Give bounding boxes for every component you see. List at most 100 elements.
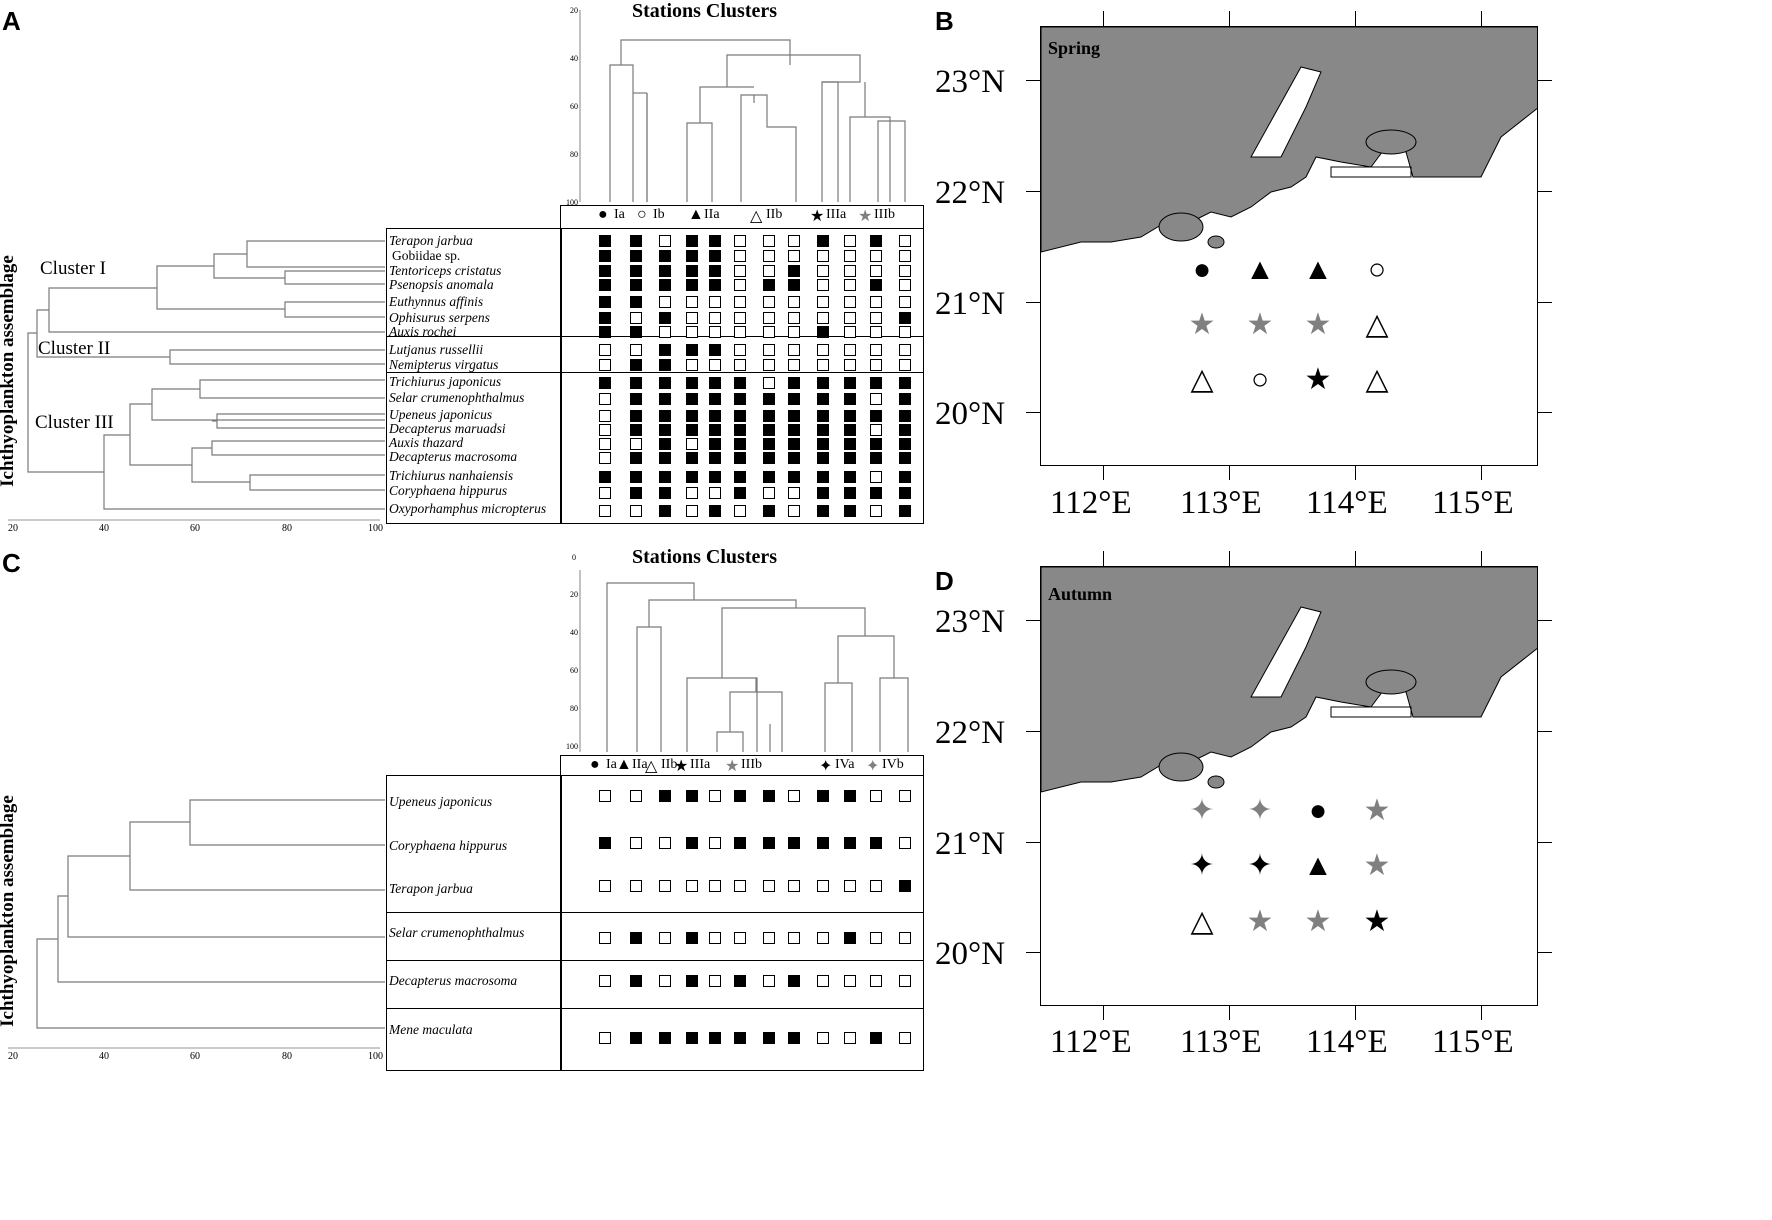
presence-filled-square — [734, 1032, 746, 1044]
presence-filled-square — [659, 312, 671, 324]
presence-empty-square — [659, 837, 671, 849]
legend-label: IIIb — [874, 207, 895, 222]
species-dendrogram-a — [8, 240, 385, 521]
presence-empty-square — [870, 265, 882, 277]
presence-filled-square — [899, 880, 911, 892]
y-tick-c-5: 100 — [566, 742, 578, 751]
presence-empty-square — [709, 359, 721, 371]
station-symbol: ✦ — [1247, 794, 1273, 827]
presence-filled-square — [599, 837, 611, 849]
map-tick — [1538, 731, 1552, 732]
y-tick-a-2: 60 — [570, 102, 578, 111]
lat-label-b-0: 23°N — [935, 64, 1006, 100]
x-tick-c-1: 40 — [99, 1051, 109, 1062]
presence-empty-square — [659, 880, 671, 892]
cluster-ii-label: Cluster II — [38, 338, 111, 359]
presence-empty-square — [709, 975, 721, 987]
presence-empty-square — [899, 296, 911, 308]
legend-label: IIa — [632, 757, 648, 772]
presence-empty-square — [844, 359, 856, 371]
x-tick-c-3: 80 — [282, 1051, 292, 1062]
presence-empty-square — [817, 344, 829, 356]
lon-label-d-3: 115°E — [1432, 1024, 1514, 1060]
map-tick — [1481, 1006, 1482, 1020]
station-symbol: △ — [1365, 363, 1389, 396]
species-name: Euthynnus affinis — [389, 294, 484, 309]
presence-filled-square — [899, 438, 911, 450]
presence-empty-square — [817, 359, 829, 371]
map-tick — [1538, 952, 1552, 953]
presence-empty-square — [870, 312, 882, 324]
presence-filled-square — [734, 790, 746, 802]
presence-filled-square — [659, 344, 671, 356]
map-tick — [1538, 302, 1552, 303]
species-dendrogram-c — [8, 799, 385, 1049]
presence-filled-square — [630, 250, 642, 262]
presence-empty-square — [599, 410, 611, 422]
presence-filled-square — [734, 410, 746, 422]
map-tick — [1538, 842, 1552, 843]
presence-filled-square — [763, 438, 775, 450]
presence-empty-square — [709, 312, 721, 324]
presence-filled-square — [709, 410, 721, 422]
presence-empty-square — [870, 424, 882, 436]
presence-empty-square — [844, 1032, 856, 1044]
presence-filled-square — [709, 377, 721, 389]
presence-empty-square — [844, 265, 856, 277]
presence-empty-square — [763, 377, 775, 389]
presence-empty-square — [870, 932, 882, 944]
legend-symbol: ▲ — [616, 756, 632, 773]
presence-empty-square — [630, 880, 642, 892]
cluster-i-label: Cluster I — [40, 258, 106, 279]
presence-empty-square — [659, 975, 671, 987]
presence-empty-square — [659, 235, 671, 247]
presence-filled-square — [844, 438, 856, 450]
presence-empty-square — [844, 880, 856, 892]
cluster-iii-label: Cluster III — [35, 412, 114, 433]
presence-empty-square — [788, 326, 800, 338]
map-tick — [1103, 551, 1104, 566]
presence-filled-square — [709, 279, 721, 291]
presence-filled-square — [659, 505, 671, 517]
presence-filled-square — [686, 393, 698, 405]
species-name: Auxis rochei — [389, 324, 457, 339]
station-symbol: ✦ — [1189, 794, 1215, 827]
map-tick — [1026, 842, 1040, 843]
coastline-map-b — [1041, 27, 1537, 253]
map-tick — [1538, 412, 1552, 413]
presence-filled-square — [659, 410, 671, 422]
species-name: Selar crumenophthalmus — [389, 390, 525, 405]
presence-filled-square — [788, 452, 800, 464]
presence-filled-square — [709, 424, 721, 436]
stations-clusters-title-a: Stations Clusters — [632, 0, 778, 22]
presence-filled-square — [630, 975, 642, 987]
presence-empty-square — [763, 975, 775, 987]
presence-filled-square — [844, 393, 856, 405]
presence-filled-square — [844, 471, 856, 483]
presence-filled-square — [817, 452, 829, 464]
species-box-c — [386, 775, 562, 1071]
species-name: Auxis thazard — [389, 435, 464, 450]
station-symbol: ★ — [1304, 308, 1332, 341]
presence-empty-square — [870, 471, 882, 483]
y-tick-a-1: 40 — [570, 54, 578, 63]
presence-filled-square — [763, 410, 775, 422]
species-box-a — [386, 228, 562, 524]
map-tick — [1103, 466, 1104, 480]
lon-label-b-2: 114°E — [1306, 485, 1388, 521]
presence-filled-square — [817, 487, 829, 499]
presence-filled-square — [817, 790, 829, 802]
presence-empty-square — [709, 326, 721, 338]
presence-filled-square — [844, 837, 856, 849]
legend-label: IIIb — [741, 757, 762, 772]
presence-filled-square — [763, 471, 775, 483]
presence-filled-square — [788, 837, 800, 849]
panel-label-a: A — [2, 6, 21, 36]
presence-empty-square — [599, 790, 611, 802]
presence-filled-square — [659, 250, 671, 262]
matrix-box-a — [560, 205, 924, 524]
presence-filled-square — [788, 975, 800, 987]
presence-empty-square — [734, 235, 746, 247]
panel-label-b: B — [935, 6, 954, 36]
map-tick — [1481, 551, 1482, 566]
